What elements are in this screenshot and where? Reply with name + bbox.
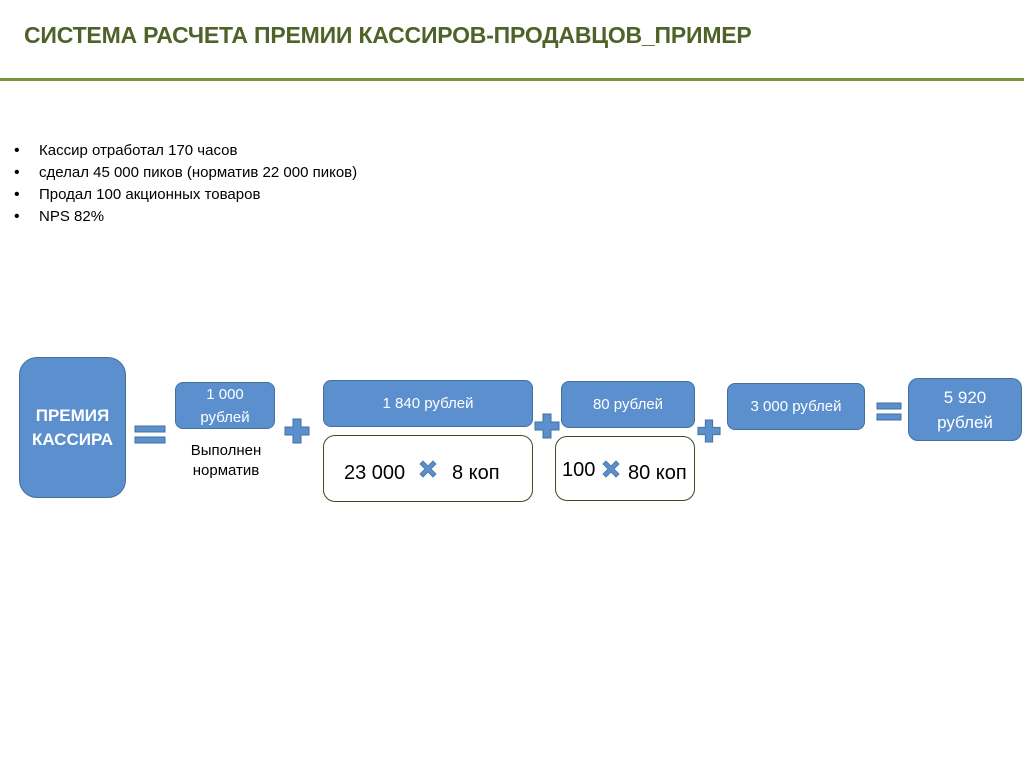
picks-amount-box: 1 840 рублей (323, 380, 533, 427)
equals-icon (134, 425, 166, 444)
list-item: Продал 100 акционных товаров (14, 184, 357, 206)
title-divider (0, 78, 1024, 81)
norm-note-line2: норматив (192, 462, 260, 479)
total-box: 5 920 рублей (908, 378, 1022, 441)
equals-icon (876, 402, 902, 421)
list-item: Кассир отработал 170 часов (14, 140, 357, 162)
norm-amount-value: 1 000 (206, 385, 244, 403)
times-icon (419, 460, 437, 478)
list-item: сделал 45 000 пиков (норматив 22 000 пик… (14, 162, 357, 184)
picks-rate: 8 коп (452, 462, 500, 484)
times-icon (602, 460, 620, 478)
nps-amount-box: 3 000 рублей (727, 383, 865, 430)
picks-count: 23 000 (344, 462, 406, 484)
plus-icon (284, 418, 310, 444)
norm-note: Выполнен норматив (170, 441, 282, 481)
total-value: 5 920 (943, 387, 987, 407)
norm-note-line1: Выполнен (190, 442, 262, 459)
conditions-list: Кассир отработал 170 часов сделал 45 000… (14, 140, 357, 228)
norm-amount-unit: рублей (200, 408, 250, 426)
plus-icon (534, 413, 560, 439)
bonus-label-line2: КАССИРА (31, 429, 114, 449)
promo-amount-box: 80 рублей (561, 381, 695, 428)
list-item: NPS 82% (14, 206, 357, 228)
promo-formula-box: 100 80 коп (555, 436, 695, 501)
plus-icon (697, 419, 721, 443)
page-title: СИСТЕМА РАСЧЕТА ПРЕМИИ КАССИРОВ-ПРОДАВЦО… (24, 22, 752, 48)
norm-amount-box: 1 000 рублей (175, 382, 275, 429)
bonus-box: ПРЕМИЯ КАССИРА (19, 357, 126, 498)
promo-rate: 80 коп (628, 462, 687, 484)
picks-formula-box: 23 000 8 коп (323, 435, 533, 502)
promo-count: 100 (562, 459, 596, 481)
total-unit: рублей (937, 412, 993, 432)
bonus-label-line1: ПРЕМИЯ (35, 405, 110, 425)
